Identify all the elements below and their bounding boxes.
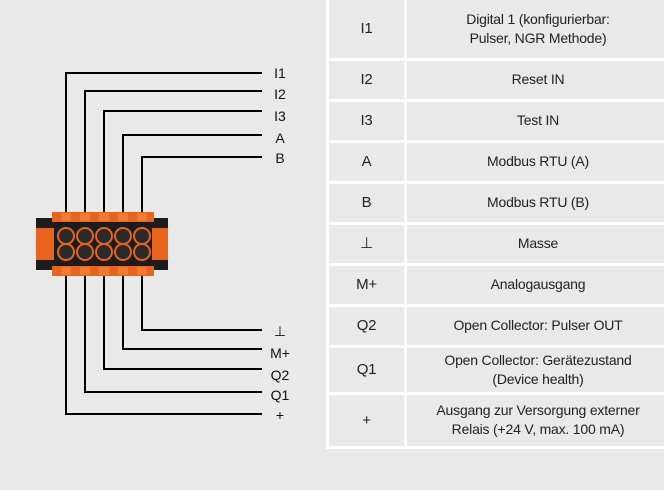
pin-code-cell: I1: [326, 0, 407, 61]
pin-code-cell: +: [326, 393, 407, 449]
terminal-label: A: [275, 130, 285, 146]
wire-bottom: [122, 270, 262, 350]
pin-assignment-table: I1 Digital 1 (konfigurierbar: Pulser, NGR …: [326, 0, 664, 449]
table-row: B Modbus RTU (B): [326, 182, 664, 225]
pin-code-cell: Q1: [326, 346, 407, 395]
description-line: Relais (+24 V, max. 100 mA): [451, 421, 625, 437]
terminal-spring: [99, 213, 109, 221]
terminal-spring: [137, 213, 147, 221]
terminal-hole: [76, 227, 94, 245]
pin-code-cell: B: [326, 182, 407, 225]
connector-right-cap: [152, 228, 168, 260]
description-line: Reset IN: [511, 71, 565, 87]
pin-description-cell: Test IN: [405, 100, 664, 143]
terminal-spring: [118, 267, 128, 275]
table-row: I2 Reset IN: [326, 59, 664, 102]
table-row: I3 Test IN: [326, 100, 664, 143]
description-line: Modbus RTU (B): [487, 194, 589, 210]
pin-description-cell: Digital 1 (konfigurierbar: Pulser, NGR Me…: [405, 0, 664, 61]
description-line: Open Collector: Gerätezustand: [444, 351, 632, 368]
terminal-label: I2: [274, 86, 286, 102]
terminal-spring: [99, 267, 109, 275]
terminal-label: I1: [274, 65, 286, 81]
pin-description-cell: Open Collector: Pulser OUT: [405, 305, 664, 348]
pin-code-cell: I3: [326, 100, 407, 143]
pin-description-cell: Reset IN: [405, 59, 664, 102]
table-row: M+ Analogausgang: [326, 264, 664, 307]
wire-top: [84, 90, 262, 218]
terminal-hole: [114, 243, 132, 261]
table-row: ⊥ Masse: [326, 223, 664, 266]
description-line: Digital 1 (konfigurierbar:: [466, 10, 610, 27]
wire-top: [103, 110, 262, 218]
terminal-spring: [61, 267, 71, 275]
pin-description-cell: Open Collector: Gerätezustand (Device hea…: [405, 346, 664, 395]
terminal-spring: [80, 267, 90, 275]
description-line: Modbus RTU (A): [487, 153, 589, 169]
terminal-label: M+: [270, 345, 290, 361]
pin-description-cell: Analogausgang: [405, 264, 664, 307]
description-line: Analogausgang: [490, 276, 586, 292]
pin-code-cell: I2: [326, 59, 407, 102]
terminal-spring: [137, 267, 147, 275]
terminal-label: Q2: [271, 367, 290, 383]
wire-bottom: [84, 270, 262, 393]
wire-bottom: [65, 270, 262, 415]
wires: [65, 72, 262, 415]
table-row: A Modbus RTU (A): [326, 141, 664, 184]
pin-code-cell: Q2: [326, 305, 407, 348]
wire-bottom: [103, 270, 262, 370]
wire-top: [141, 156, 262, 218]
terminal-hole: [133, 227, 151, 245]
table-row: Q2 Open Collector: Pulser OUT: [326, 305, 664, 348]
pin-description-cell: Masse: [405, 223, 664, 266]
pin-code-cell: ⊥: [326, 223, 407, 266]
terminal-spring: [61, 213, 71, 221]
terminal-label: ⊥: [274, 323, 286, 339]
terminal-hole: [95, 227, 113, 245]
description-line: Masse: [517, 235, 559, 251]
wire-top: [122, 134, 262, 218]
table-row: I1 Digital 1 (konfigurierbar: Pulser, NGR …: [326, 0, 664, 61]
pin-description-cell: Modbus RTU (B): [405, 182, 664, 225]
terminal-hole: [133, 243, 151, 261]
terminal-label: Q1: [271, 387, 290, 403]
terminal-label: I3: [274, 108, 286, 124]
terminal-hole: [57, 243, 75, 261]
wire-top: [65, 72, 262, 218]
connector-left-cap: [36, 228, 54, 260]
terminal-spring: [80, 213, 90, 221]
description-line: Pulser, NGR Methode): [469, 29, 607, 46]
description-line: Ausgang zur Versorgung externer: [436, 402, 640, 418]
description-line: Test IN: [516, 112, 560, 128]
terminal-hole: [114, 227, 132, 245]
description-line: (Device health): [492, 370, 584, 387]
terminal-hole: [57, 227, 75, 245]
pin-code-cell: M+: [326, 264, 407, 307]
terminal-hole: [95, 243, 113, 261]
wire-bottom: [141, 270, 262, 331]
terminal-label: +: [276, 407, 284, 423]
table-row: Q1 Open Collector: Gerätezustand (Device h…: [326, 346, 664, 395]
description-line: Open Collector: Pulser OUT: [453, 317, 623, 333]
terminal-label: B: [275, 150, 284, 166]
pin-code-cell: A: [326, 141, 407, 184]
terminal-hole: [76, 243, 94, 261]
terminal-spring: [118, 213, 128, 221]
pin-description-cell: Modbus RTU (A): [405, 141, 664, 184]
terminal-block-connector: [36, 212, 168, 276]
